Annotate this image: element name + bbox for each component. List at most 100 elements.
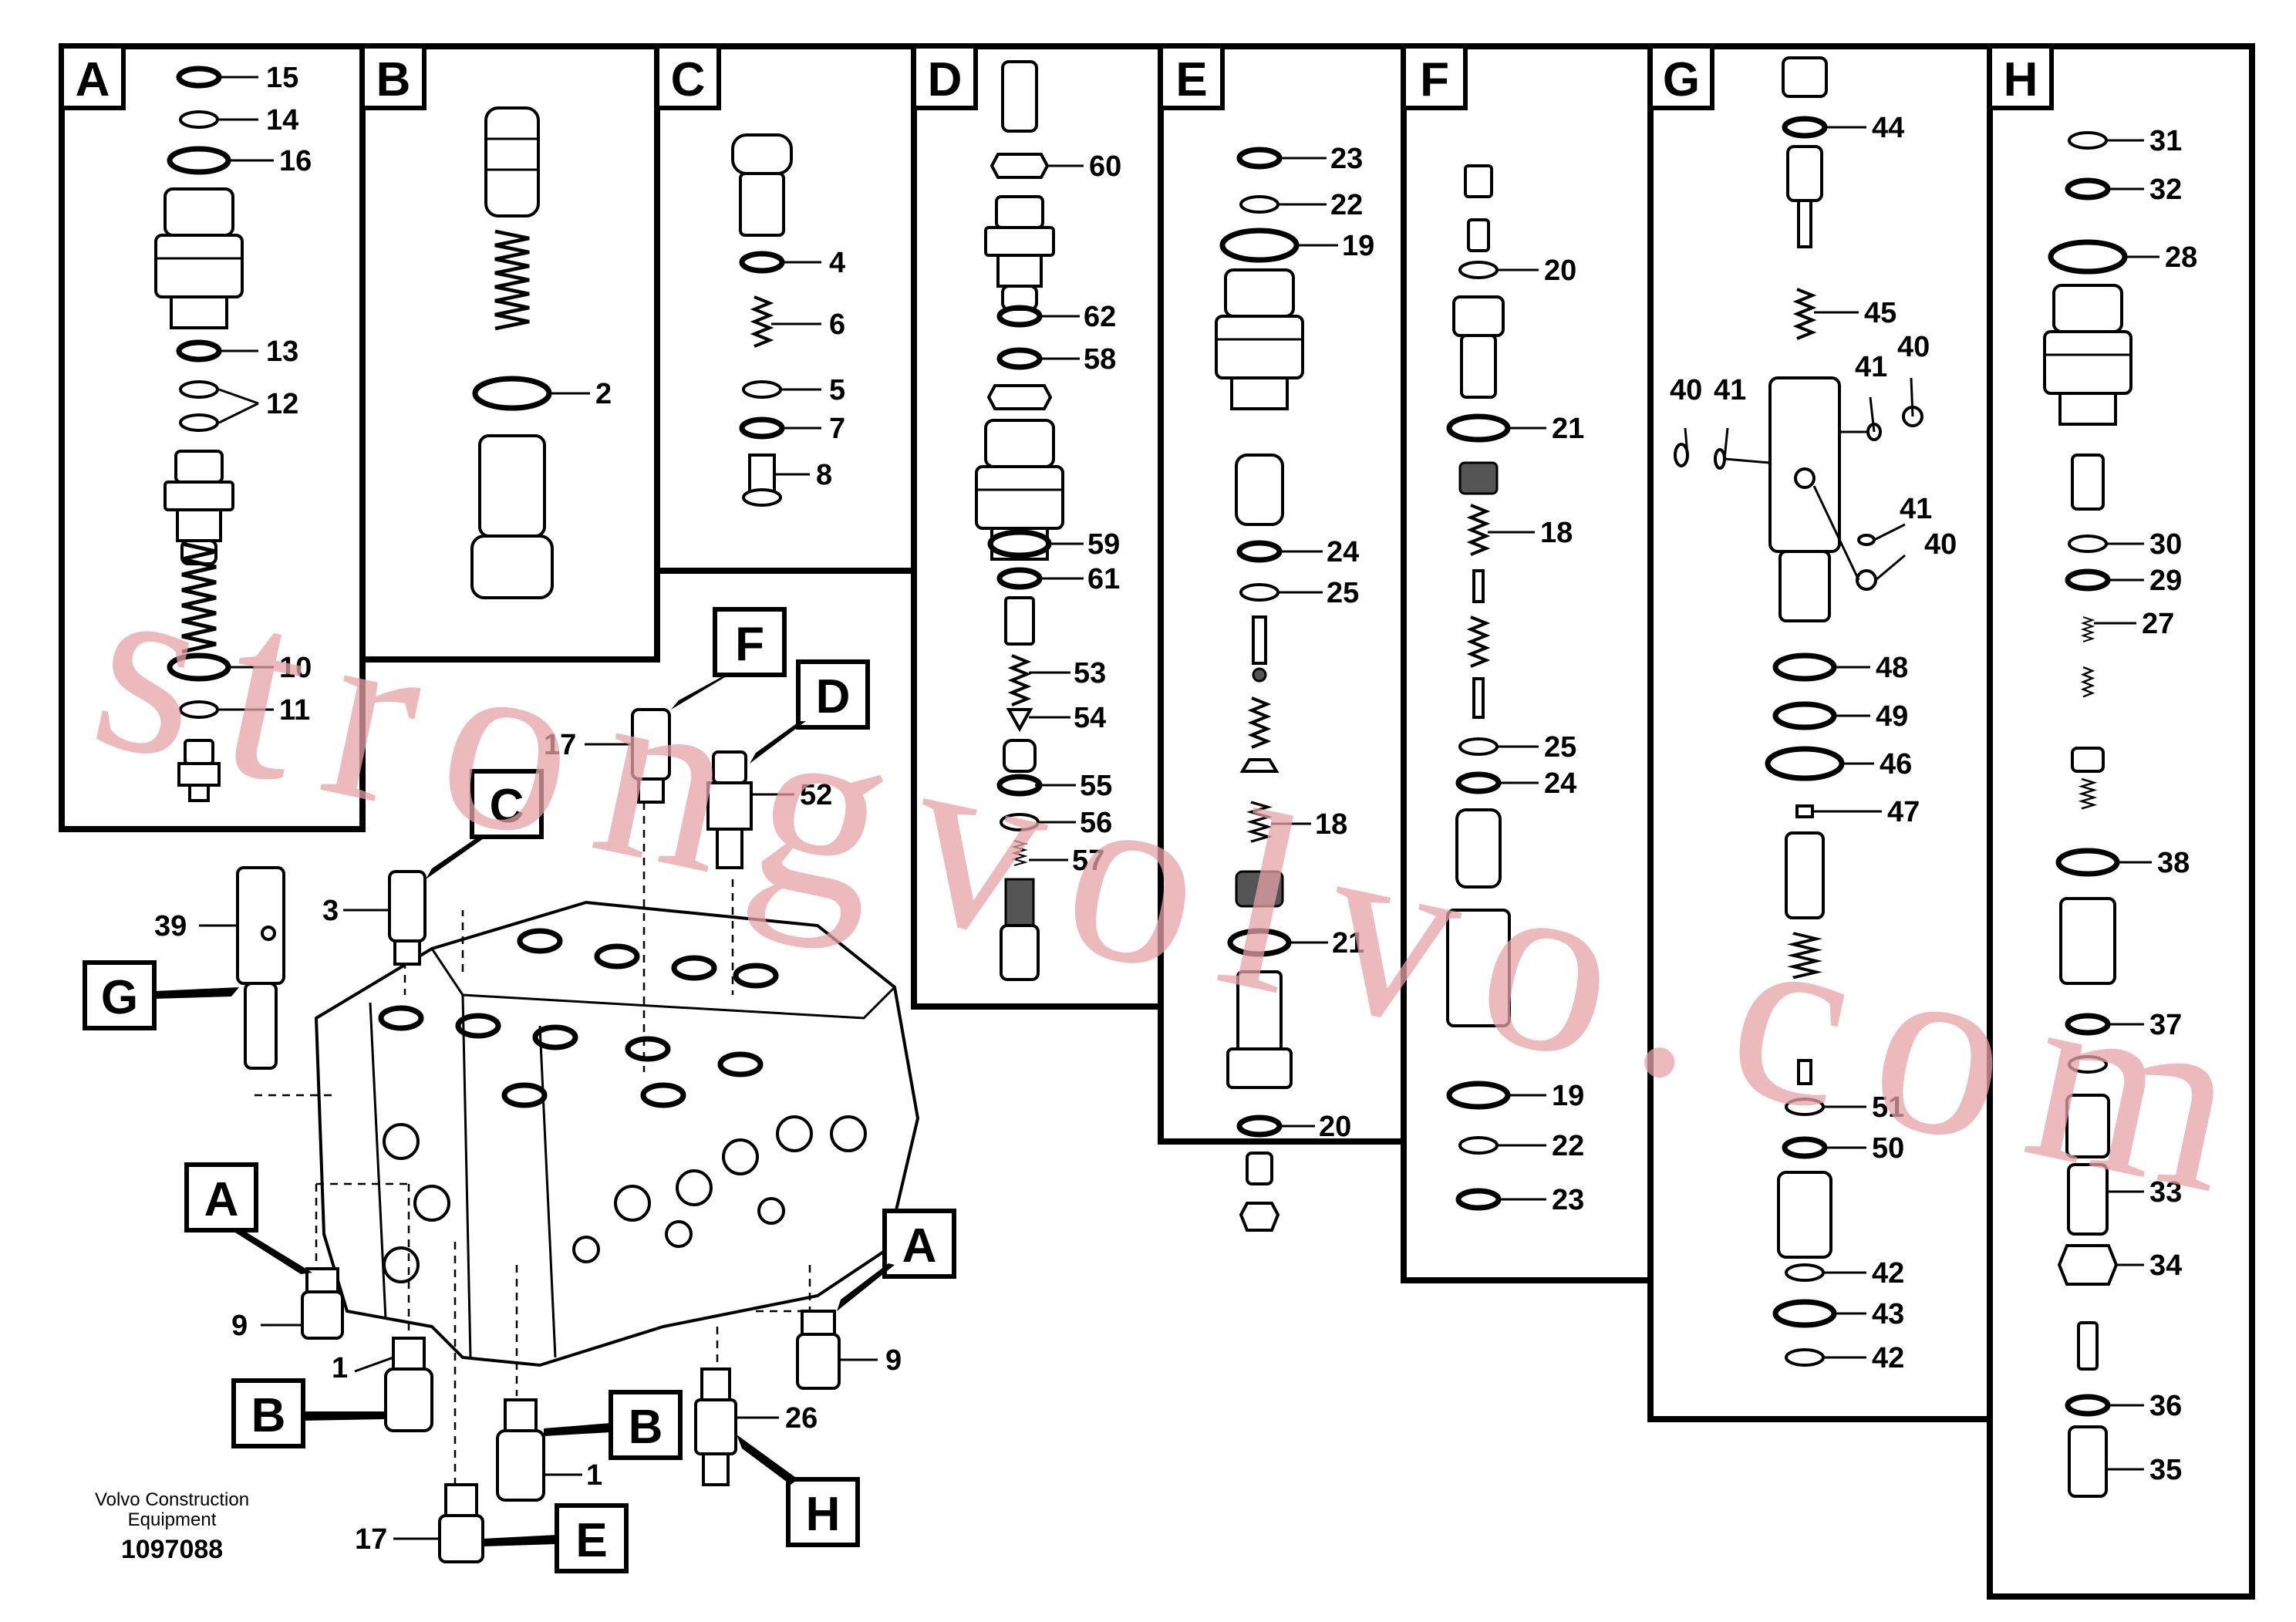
part-number: 27 <box>2142 608 2174 640</box>
valve-e-cartridge <box>438 1483 484 1563</box>
part-number: 40 <box>1897 331 1930 363</box>
part-number: 23 <box>1330 143 1363 175</box>
panel-f-letter: F <box>1420 53 1449 106</box>
part-number: 23 <box>1552 1184 1584 1216</box>
callout-h: H <box>737 1435 860 1547</box>
part-number: 21 <box>1332 927 1364 959</box>
part-number: 31 <box>2149 125 2182 157</box>
part-number: 55 <box>1080 770 1112 802</box>
part-number: 25 <box>1327 577 1359 609</box>
footer: Volvo Construction Equipment 1097088 <box>95 1489 249 1564</box>
part-number: 19 <box>1552 1080 1584 1112</box>
callout-a-left: A <box>184 1162 312 1274</box>
panel-c-letter: C <box>671 53 706 106</box>
valve-c-cartridge <box>388 870 426 966</box>
callout-g: G <box>83 960 239 1030</box>
part-number: 48 <box>1876 652 1908 684</box>
valve-block-body <box>314 900 920 1367</box>
part-number: 34 <box>2149 1249 2182 1282</box>
callout-a-left-letter: A <box>204 1173 239 1226</box>
part-number: 24 <box>1327 536 1359 568</box>
panel-g-letter: G <box>1663 53 1700 106</box>
panel-c-parts-drawing <box>731 133 793 507</box>
panel-f: F <box>1401 44 1584 1216</box>
part-number: 43 <box>1872 1298 1904 1330</box>
panel-b-letter: B <box>376 53 411 106</box>
panel-d: D <box>912 44 1121 981</box>
part-number: 18 <box>1540 517 1573 549</box>
valve-block-ports <box>378 928 867 1283</box>
part-number: 51 <box>1872 1091 1904 1124</box>
panel-c: C 4 6 5 7 8 <box>655 44 845 507</box>
valve-a-left <box>301 1267 344 1340</box>
panel-e-letter: E <box>1175 53 1207 106</box>
callout-a-right: A <box>837 1209 956 1311</box>
valve-a-right <box>796 1310 841 1390</box>
part-number: 22 <box>1552 1130 1584 1162</box>
panel-h-letter: H <box>2004 53 2038 106</box>
part-number: 53 <box>1074 657 1106 690</box>
panel-f-parts-drawing <box>1446 164 1511 1208</box>
panel-g: G <box>1648 44 1957 1374</box>
part-number: 44 <box>1872 112 1904 144</box>
part-number: 2 <box>595 378 612 410</box>
part-number: 57 <box>1072 845 1104 877</box>
part-number: 33 <box>2149 1176 2182 1209</box>
part-number: 39 <box>154 910 187 943</box>
assembly-callouts: F D C G A A B <box>83 607 956 1573</box>
part-number: 37 <box>2149 1009 2182 1041</box>
panel-d-label: D <box>912 44 978 110</box>
valve-d-cartridge <box>706 750 753 869</box>
part-number: 20 <box>1544 255 1576 287</box>
callout-b-center: B <box>544 1390 683 1460</box>
callout-g-letter: G <box>101 971 138 1024</box>
callout-e-letter: E <box>575 1514 607 1567</box>
part-number: 40 <box>1670 374 1702 406</box>
panel-c-leaders <box>771 261 821 476</box>
part-number: 9 <box>885 1344 902 1377</box>
part-number: 50 <box>1872 1132 1904 1165</box>
panel-f-leaders <box>1488 268 1546 1201</box>
part-number: 59 <box>1087 528 1120 561</box>
part-number: 16 <box>279 145 312 177</box>
valve-b-left <box>384 1337 433 1432</box>
panel-b-label: B <box>360 44 426 110</box>
callout-h-letter: H <box>806 1488 841 1541</box>
part-number: 38 <box>2157 847 2190 879</box>
panel-h-parts-drawing <box>2043 131 2132 1498</box>
part-number: 25 <box>1544 731 1576 764</box>
part-number: 29 <box>2149 565 2182 597</box>
brand-line-1: Volvo Construction <box>95 1489 249 1510</box>
part-number: 28 <box>2165 241 2197 274</box>
panel-g-label: G <box>1648 44 1714 110</box>
part-number: 1 <box>586 1459 602 1492</box>
part-number: 41 <box>1900 493 1932 525</box>
panel-b-parts-drawing <box>470 106 554 599</box>
part-number: 17 <box>544 729 576 761</box>
panel-d-parts-drawing <box>975 60 1064 981</box>
part-number: 62 <box>1084 301 1116 333</box>
panel-a-label: A <box>59 44 126 110</box>
part-number: 41 <box>1714 374 1746 406</box>
panel-a-letter: A <box>76 53 110 106</box>
part-number: 17 <box>355 1523 387 1556</box>
valve-h-cartridge <box>694 1367 737 1486</box>
part-number: 20 <box>1319 1111 1351 1143</box>
panel-a: A 15 14 16 13 1 <box>59 44 312 802</box>
part-number: 18 <box>1315 808 1347 841</box>
part-number: 7 <box>829 413 845 445</box>
part-number: 6 <box>829 309 845 341</box>
part-number: 21 <box>1552 413 1584 445</box>
part-number: 46 <box>1880 748 1912 781</box>
callout-d-letter: D <box>816 670 851 723</box>
part-number: 22 <box>1330 189 1363 221</box>
part-number: 47 <box>1887 796 1920 828</box>
panel-g-parts-drawing <box>1674 56 1923 1367</box>
part-number: 4 <box>829 247 845 279</box>
panel-h: H <box>1988 44 2197 1498</box>
callout-d: D <box>750 659 870 764</box>
part-number: 26 <box>785 1402 818 1435</box>
valve-g-cartridge <box>236 866 285 1070</box>
panel-e-parts-drawing <box>1215 150 1304 1232</box>
